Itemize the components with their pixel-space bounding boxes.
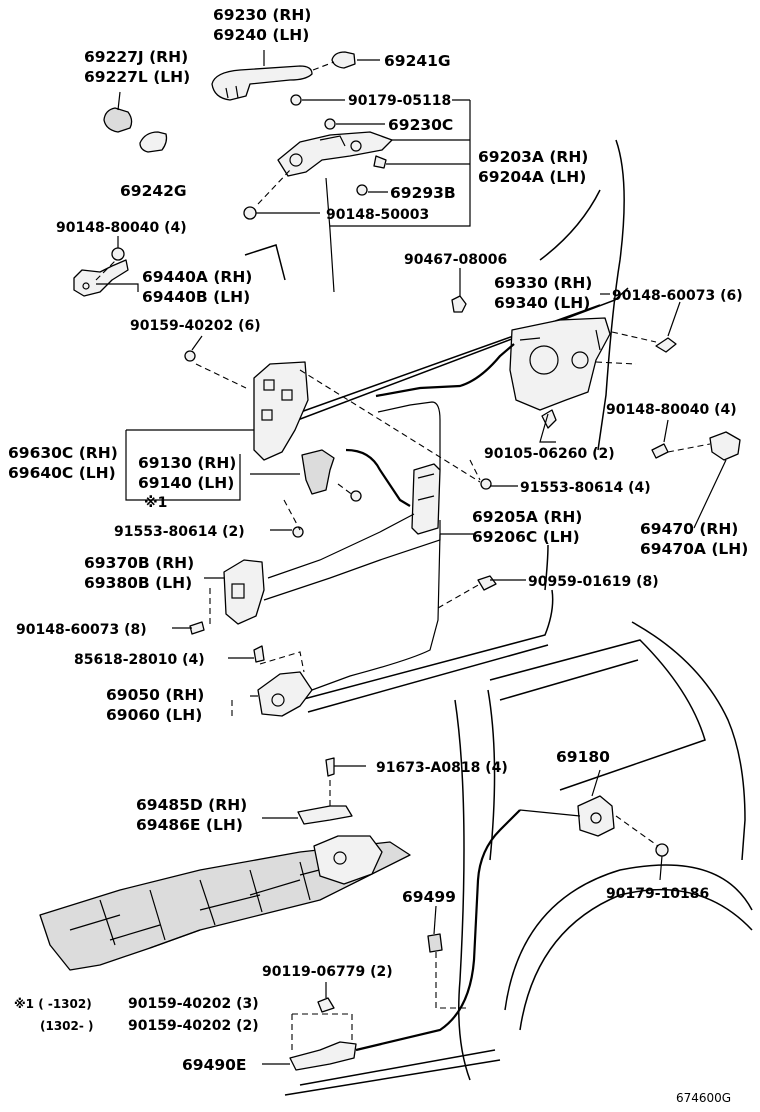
bolt-icon bbox=[253, 645, 265, 663]
label-85618-28010: 85618-28010 (4) bbox=[74, 652, 205, 668]
label-90148-60073-6: 90148-60073 (6) bbox=[612, 288, 743, 304]
bolt-icon bbox=[292, 526, 304, 538]
label-69227l: 69227L (LH) bbox=[84, 68, 190, 86]
label-69490e: 69490E bbox=[182, 1056, 247, 1074]
footnote-1-range: ※1 ( -1302) bbox=[14, 997, 92, 1011]
label-69050: 69050 (RH) bbox=[106, 686, 204, 704]
label-69293b: 69293B bbox=[390, 184, 456, 202]
label-69206c: 69206C (LH) bbox=[472, 528, 580, 546]
remote-control bbox=[223, 559, 265, 625]
door-check bbox=[73, 259, 129, 297]
label-69340: 69340 (LH) bbox=[494, 294, 590, 312]
label-91553-80614-4: 91553-80614 (4) bbox=[520, 480, 651, 496]
label-90105-06260: 90105-06260 (2) bbox=[484, 446, 615, 462]
handle-cap bbox=[331, 51, 356, 69]
label-69470a: 69470A (LH) bbox=[640, 540, 748, 558]
bolt-icon bbox=[480, 478, 492, 490]
leader-lines bbox=[95, 50, 727, 1065]
label-69203a: 69203A (RH) bbox=[478, 148, 588, 166]
screw-icon bbox=[651, 443, 669, 459]
lower-latch bbox=[257, 671, 313, 717]
label-69204a: 69204A (LH) bbox=[478, 168, 586, 186]
inside-handle-frame bbox=[253, 361, 309, 461]
inside-handle bbox=[301, 449, 335, 495]
cable-clamp bbox=[427, 933, 443, 953]
label-91673-a0818: 91673-A0818 (4) bbox=[376, 760, 508, 776]
screw-icon bbox=[189, 621, 205, 635]
bolt-icon bbox=[243, 206, 257, 220]
bolt-icon bbox=[324, 118, 336, 130]
clip-icon bbox=[451, 295, 467, 313]
label-69440a: 69440A (RH) bbox=[142, 268, 252, 286]
fuel-lid-lever bbox=[289, 1041, 357, 1071]
bolt-icon bbox=[356, 184, 368, 196]
door-check-link bbox=[709, 431, 741, 461]
bolt-icon bbox=[541, 409, 557, 429]
label-90179-05118: 90179-05118 bbox=[348, 93, 451, 109]
label-69330: 69330 (RH) bbox=[494, 274, 592, 292]
screw-icon bbox=[111, 247, 125, 261]
fuel-lid-bracket bbox=[313, 835, 383, 885]
handle-pad bbox=[139, 131, 168, 153]
handle-cover bbox=[103, 107, 133, 133]
footnote-1-part: 90159-40202 (3) bbox=[128, 996, 259, 1012]
footnote-2-part: 90159-40202 (2) bbox=[128, 1018, 259, 1034]
vehicle-body-outline bbox=[39, 139, 753, 1096]
label-69440b: 69440B (LH) bbox=[142, 288, 250, 306]
clip-icon bbox=[317, 997, 335, 1013]
clip-icon bbox=[477, 575, 497, 591]
label-69205a: 69205A (RH) bbox=[472, 508, 582, 526]
label-69470: 69470 (RH) bbox=[640, 520, 738, 538]
bolt-icon bbox=[350, 490, 362, 502]
label-90179-10186: 90179-10186 bbox=[606, 886, 709, 902]
bolt-icon bbox=[325, 757, 335, 777]
label-69230: 69230 (RH) bbox=[213, 6, 311, 24]
part-labels: 69230 (RH) 69240 (LH) 69227J (RH) 69227L… bbox=[8, 6, 748, 1105]
label-90148-80040-a: 90148-80040 (4) bbox=[56, 220, 187, 236]
label-69630c: 69630C (RH) bbox=[8, 444, 118, 462]
diagram-code: 674600G bbox=[676, 1091, 731, 1105]
bolt-icon bbox=[290, 94, 302, 106]
label-69486e: 69486E (LH) bbox=[136, 816, 243, 834]
door-lock-motor bbox=[411, 463, 441, 535]
label-69380b: 69380B (LH) bbox=[84, 574, 192, 592]
label-69370b: 69370B (RH) bbox=[84, 554, 194, 572]
label-69140: 69140 (LH) bbox=[138, 474, 234, 492]
fuel-lid-hinge bbox=[297, 805, 353, 825]
door-lock bbox=[509, 317, 611, 411]
label-90959-01619: 90959-01619 (8) bbox=[528, 574, 659, 590]
label-69499: 69499 bbox=[402, 888, 456, 906]
label-90159-40202-6: 90159-40202 (6) bbox=[130, 318, 261, 334]
label-69242g: 69242G bbox=[120, 182, 187, 200]
label-69640c: 69640C (LH) bbox=[8, 464, 116, 482]
label-90148-50003: 90148-50003 bbox=[326, 207, 429, 223]
label-69230c: 69230C bbox=[388, 116, 453, 134]
note-1-mark: ※1 bbox=[144, 495, 167, 511]
label-69227j: 69227J (RH) bbox=[84, 48, 188, 66]
label-90148-80040-b: 90148-80040 (4) bbox=[606, 402, 737, 418]
screw-icon bbox=[184, 350, 196, 362]
label-69060: 69060 (LH) bbox=[106, 706, 202, 724]
label-90148-60073-8: 90148-60073 (8) bbox=[16, 622, 147, 638]
handle-frame bbox=[277, 131, 393, 177]
screw-icon bbox=[373, 155, 387, 169]
outside-handle bbox=[211, 65, 313, 101]
fuel-lid-opener bbox=[577, 795, 615, 837]
rod bbox=[325, 177, 335, 293]
label-90467-08006: 90467-08006 bbox=[404, 252, 507, 268]
label-69485d: 69485D (RH) bbox=[136, 796, 247, 814]
label-69240: 69240 (LH) bbox=[213, 26, 309, 44]
screw-icon bbox=[655, 337, 677, 353]
label-90119-06779: 90119-06779 (2) bbox=[262, 964, 393, 980]
label-69130: 69130 (RH) bbox=[138, 454, 236, 472]
cables bbox=[263, 343, 581, 1052]
footnote-2-range: (1302- ) bbox=[40, 1019, 94, 1033]
label-69180: 69180 bbox=[556, 748, 610, 766]
label-91553-80614-2: 91553-80614 (2) bbox=[114, 524, 245, 540]
label-69241g: 69241G bbox=[384, 52, 451, 70]
